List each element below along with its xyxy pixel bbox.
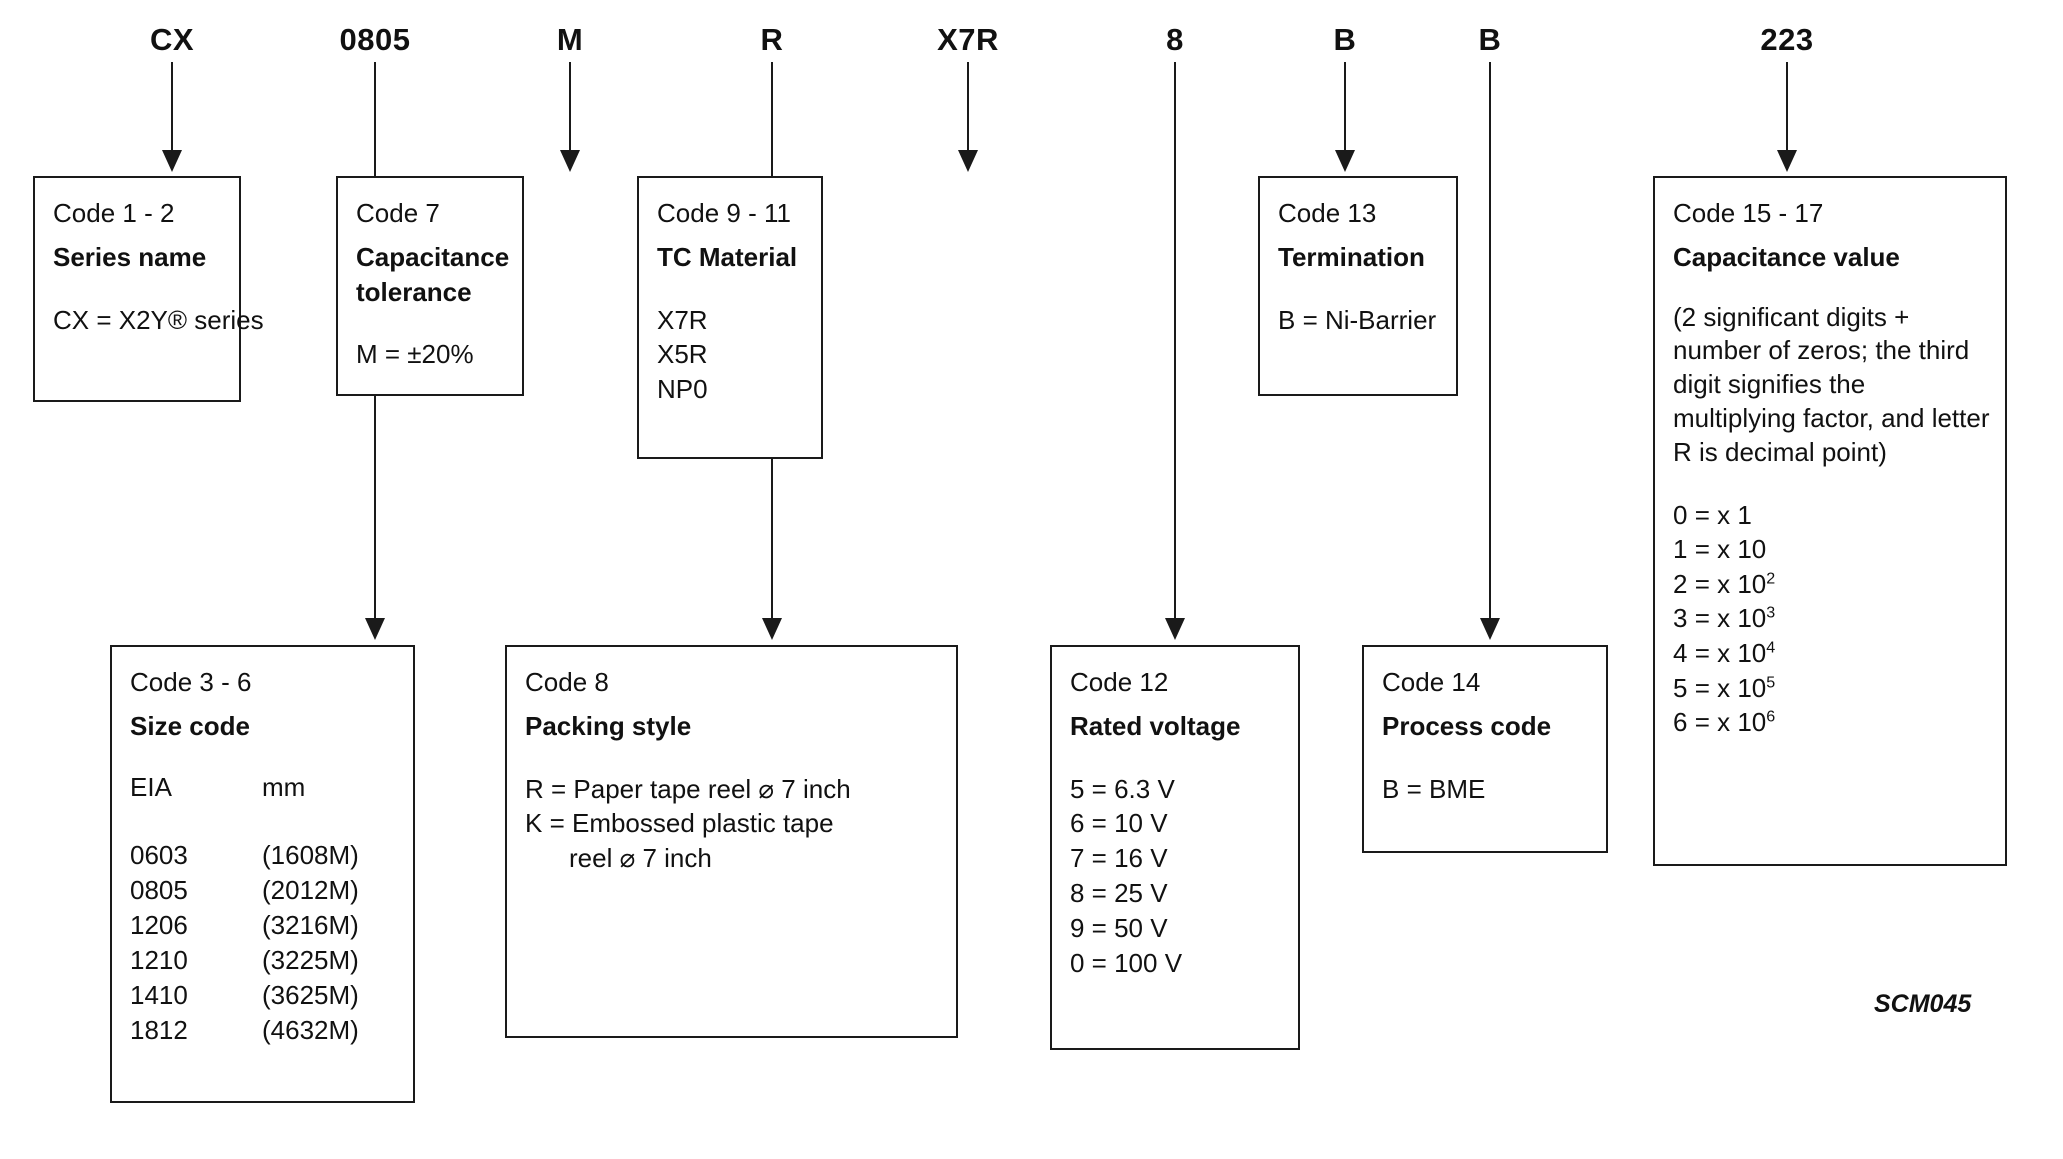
callout-box-tc-material: Code 9 - 11 TC Material X7R X5R NP0 [637,176,823,459]
size-code-row: 1812(4632M) [130,1014,359,1045]
packing-style-line-2-continuation: reel ⌀ 7 inch [569,843,712,874]
arrowhead-capacitance [1777,150,1797,172]
termination-code: Code 13 [1278,198,1377,228]
size-code-table: EIA mm 0603(1608M) 0805(2012M) 1206(3216M… [130,770,399,1048]
size-code-row: 1210(3225M) [130,944,359,975]
document-reference: SCM045 [1874,990,1972,1018]
arrowhead-process [1480,618,1500,640]
size-code-title: Size code [130,711,250,742]
size-code-header-mm: mm [262,771,306,802]
tc-material-title: TC Material [657,242,798,273]
part-number-token-termination: B [1333,22,1357,57]
tc-material-line-3: NP0 [657,374,708,405]
packing-style-code: Code 8 [525,667,609,697]
arrowhead-tolerance [560,150,580,172]
size-code-row: 0603(1608M) [130,840,359,871]
size-code-row: 0805(2012M) [130,875,359,906]
size-code-row: 1410(3625M) [130,979,359,1010]
part-number-token-series: CX [149,22,195,57]
rated-voltage-line-2: 6 = 10 V [1070,808,1168,839]
process-code-code: Code 14 [1382,667,1481,697]
rated-voltage-code: Code 12 [1070,667,1169,697]
leader-line-capacitance [1786,62,1788,152]
leader-line-process [1489,62,1491,620]
size-code-code: Code 3 - 6 [130,667,252,697]
termination-line-1: B = Ni-Barrier [1278,304,1437,335]
rated-voltage-line-3: 7 = 16 V [1070,843,1168,874]
leader-line-tc-material [967,62,969,152]
arrowhead-series [162,150,182,172]
arrowhead-size [365,618,385,640]
callout-box-size-code: Code 3 - 6 Size code EIA mm 0603(1608M) 0… [110,645,415,1103]
multiplier-row: 2 = x 102 [1673,568,1776,599]
rated-voltage-line-4: 8 = 25 V [1070,878,1168,909]
rated-voltage-title: Rated voltage [1070,711,1241,742]
multiplier-row: 5 = x 105 [1673,672,1776,703]
capacitance-value-code: Code 15 - 17 [1673,198,1824,228]
capacitance-tolerance-line-1: M = ±20% [356,338,474,369]
multiplier-row: 0 = x 1 [1673,499,1752,530]
leader-line-termination [1344,62,1346,152]
process-code-line-1: B = BME [1382,773,1486,804]
size-code-header-row: EIA mm [130,770,399,805]
multiplier-row: 4 = x 104 [1673,637,1776,668]
callout-box-packing-style: Code 8 Packing style R = Paper tape reel… [505,645,958,1038]
callout-box-series-name: Code 1 - 2 Series name CX = X2Y® series [33,176,264,402]
callout-box-process-code: Code 14 Process code B = BME [1362,645,1608,853]
callout-box-rated-voltage: Code 12 Rated voltage 5 = 6.3 V 6 = 10 V… [1050,645,1300,1050]
rated-voltage-line-1: 5 = 6.3 V [1070,773,1175,804]
leader-line-tolerance [569,62,571,152]
capacitance-tolerance-code: Code 7 [356,198,440,228]
packing-style-title: Packing style [525,711,692,742]
packing-style-line-2: K = Embossed plastic tape [525,808,834,839]
arrowhead-packing [762,618,782,640]
part-number-token-size: 0805 [339,22,411,57]
series-name-title: Series name [53,242,207,273]
size-code-header-eia: EIA [130,771,172,802]
capacitance-value-note: (2 significant digits + number of zeros;… [1673,301,1990,467]
callout-box-capacitance-tolerance: Code 7 Capacitance tolerance M = ±20% [336,176,524,396]
leader-line-voltage [1174,62,1176,620]
part-number-token-tolerance: M [556,22,584,57]
process-code-title: Process code [1382,711,1552,742]
tc-material-line-2: X5R [657,339,708,370]
size-code-row: 1206(3216M) [130,910,359,941]
part-number-token-voltage: 8 [1166,22,1184,57]
capacitance-tolerance-title: Capacitance tolerance [356,242,510,307]
part-number-token-capacitance: 223 [1760,22,1814,57]
arrowhead-termination [1335,150,1355,172]
series-name-code: Code 1 - 2 [53,198,175,228]
multiplier-row: 3 = x 103 [1673,603,1776,634]
packing-style-line-1: R = Paper tape reel ⌀ 7 inch [525,773,851,804]
rated-voltage-line-6: 0 = 100 V [1070,947,1183,978]
part-number-token-tc-material: X7R [937,22,999,57]
callout-box-termination: Code 13 Termination B = Ni-Barrier [1258,176,1458,396]
leader-line-series [171,62,173,152]
series-name-line-1: CX = X2Y® series [53,304,264,335]
callout-box-capacitance-value: Code 15 - 17 Capacitance value (2 signif… [1653,176,2007,866]
tc-material-code: Code 9 - 11 [657,198,791,228]
multiplier-row: 1 = x 10 [1673,534,1767,565]
capacitance-value-title: Capacitance value [1673,242,1900,273]
arrowhead-tc-material [958,150,978,172]
termination-title: Termination [1278,242,1425,273]
capacitance-multiplier-list: 0 = x 1 1 = x 10 2 = x 102 3 = x 103 4 =… [1673,498,1991,740]
part-number-token-process: B [1478,22,1502,57]
multiplier-row: 6 = x 106 [1673,707,1776,738]
arrowhead-voltage [1165,618,1185,640]
part-number-token-packing: R [760,22,784,57]
tc-material-line-1: X7R [657,304,708,335]
rated-voltage-line-5: 9 = 50 V [1070,912,1168,943]
